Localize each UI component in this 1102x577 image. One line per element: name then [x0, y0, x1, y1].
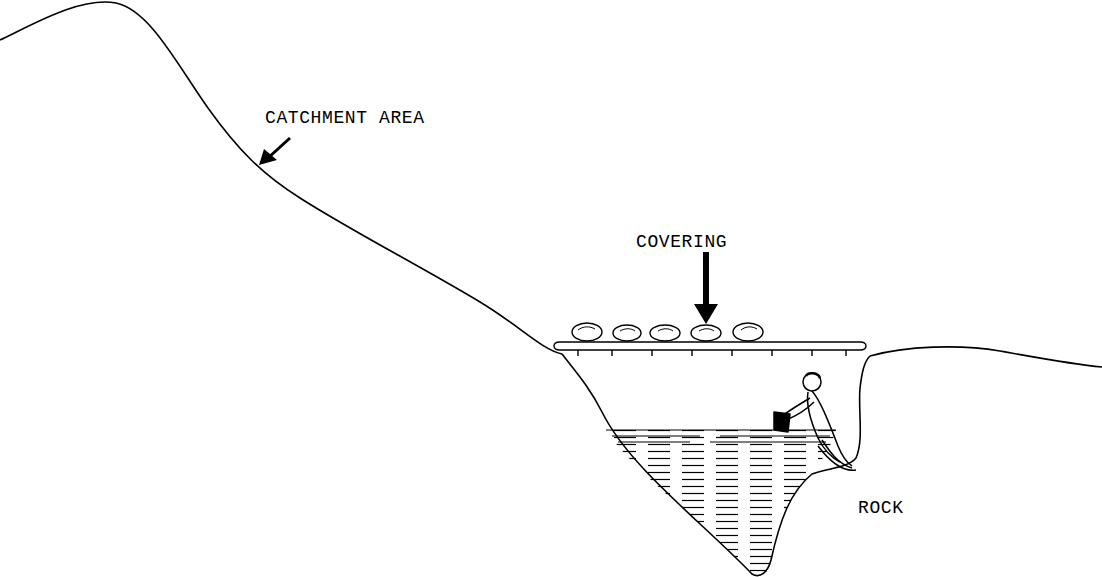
part-label: COVERING — [636, 232, 727, 252]
ground-line — [870, 347, 1102, 367]
hill-slope — [0, 2, 562, 354]
covering — [554, 323, 866, 356]
water-surface — [606, 429, 836, 430]
part-label: CATCHMENT AREA — [265, 108, 425, 128]
part-label: ROCK — [858, 498, 904, 518]
leader-arrow — [259, 138, 290, 165]
water-lines — [612, 436, 830, 442]
person — [774, 373, 856, 470]
leader-arrow — [694, 252, 718, 324]
water — [606, 430, 836, 576]
pit-wall — [562, 354, 870, 576]
